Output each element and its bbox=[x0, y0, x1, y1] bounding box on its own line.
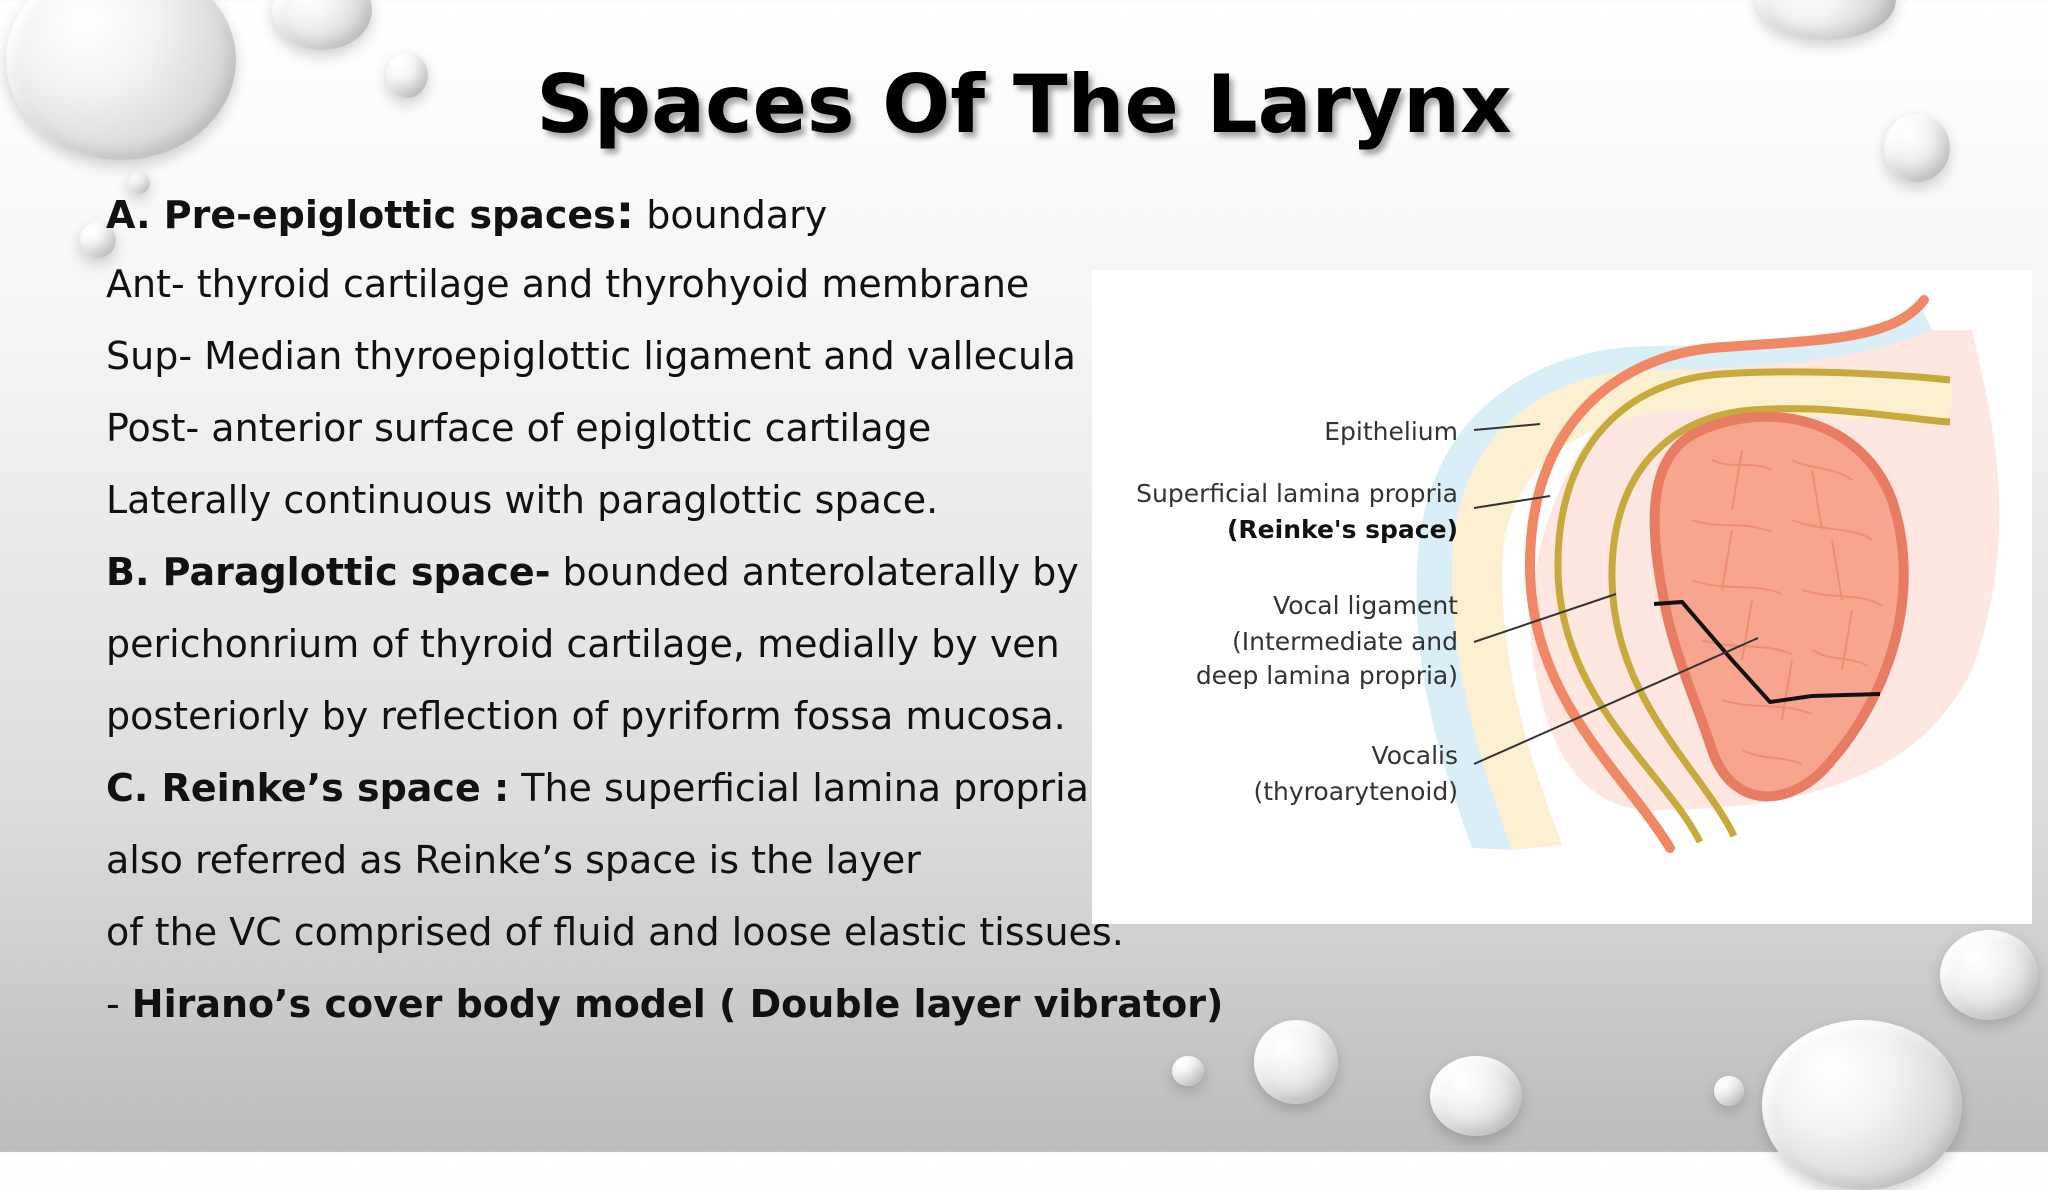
water-drop-decoration bbox=[1762, 1020, 1962, 1190]
section-a-line: Sup- Median thyroepiglottic ligament and… bbox=[106, 334, 1076, 378]
lamina-boundary-marker bbox=[1653, 599, 1881, 705]
epithelium-stroke-final bbox=[1524, 295, 1929, 853]
water-drop-decoration bbox=[1756, 0, 1896, 40]
vocal-fold-illustration: Epithelium Superficial lamina propria (R… bbox=[1136, 295, 2000, 853]
section-b-line: posteriorly by reflection of pyriform fo… bbox=[106, 694, 1066, 738]
label-deep-lamina: deep lamina propria) bbox=[1196, 661, 1458, 690]
section-c-line: of the VC comprised of fluid and loose e… bbox=[106, 910, 1124, 954]
vocalis-muscle bbox=[1649, 411, 1909, 802]
section-a-rest: boundary bbox=[634, 193, 828, 237]
section-c-heading: C. Reinke’s space : The superficial lami… bbox=[106, 758, 1286, 830]
section-b-heading: B. Paraglottic space- bounded anterolate… bbox=[106, 542, 1286, 614]
ligament-line-outer bbox=[1554, 368, 1951, 844]
section-a-line: Laterally continuous with paraglottic sp… bbox=[106, 478, 939, 522]
leader-line-vocalis bbox=[1473, 637, 1759, 765]
leader-line-vocal-ligament bbox=[1473, 593, 1617, 643]
water-drop-decoration bbox=[1884, 114, 1950, 182]
vocal-fold-diagram: Epithelium Superficial lamina propria (R… bbox=[1092, 270, 2032, 924]
section-a-line: Ant- thyroid cartilage and thyrohyoid me… bbox=[106, 262, 1030, 306]
section-c-rest: The superficial lamina propria bbox=[509, 766, 1089, 810]
water-drop-decoration bbox=[1714, 1076, 1744, 1106]
hirano-prefix: - bbox=[106, 982, 132, 1026]
label-thyroarytenoid: (thyroarytenoid) bbox=[1253, 777, 1458, 806]
muscle-texture bbox=[1691, 449, 1883, 765]
label-epithelium: Epithelium bbox=[1324, 417, 1458, 446]
section-c-label: C. Reinke’s space : bbox=[106, 766, 510, 810]
hirano-model-line: - Hirano’s cover body model ( Double lay… bbox=[106, 974, 1286, 1046]
label-vocalis: Vocalis bbox=[1372, 741, 1458, 770]
section-b-label: B. Paraglottic space- bbox=[106, 550, 551, 594]
section-a-label: A. Pre-epiglottic spaces bbox=[106, 193, 616, 237]
ligament-line-inner bbox=[1608, 405, 1951, 838]
label-intermediate: (Intermediate and bbox=[1232, 627, 1458, 656]
water-drop-decoration bbox=[6, 0, 236, 160]
label-superficial-lamina: Superficial lamina propria bbox=[1136, 479, 1458, 508]
section-a-colon: : bbox=[615, 185, 635, 239]
label-vocal-ligament: Vocal ligament bbox=[1273, 591, 1458, 620]
water-drop-decoration bbox=[80, 222, 116, 258]
slide-title: Spaces Of The Larynx bbox=[536, 58, 1512, 151]
water-drop-decoration bbox=[1430, 1056, 1522, 1136]
label-reinke-space: (Reinke's space) bbox=[1227, 515, 1458, 544]
water-drop-decoration bbox=[128, 172, 150, 194]
leader-line-superficial bbox=[1473, 495, 1551, 509]
water-drop-decoration bbox=[1940, 930, 2038, 1020]
section-a-heading: A. Pre-epiglottic spaces: boundary bbox=[106, 182, 1286, 254]
section-b-rest: bounded anterolaterally by bbox=[550, 550, 1079, 594]
section-b-line: perichonrium of thyroid cartilage, media… bbox=[106, 622, 1060, 666]
water-drop-decoration bbox=[1172, 1056, 1204, 1086]
section-a-line: Post- anterior surface of epiglottic car… bbox=[106, 406, 932, 450]
leader-line-epithelium bbox=[1473, 423, 1541, 431]
water-drop-decoration bbox=[1254, 1020, 1338, 1104]
water-drop-decoration bbox=[386, 52, 428, 98]
water-drop-decoration bbox=[272, 0, 372, 50]
reinke-space-band bbox=[1416, 310, 1932, 850]
slide-body: A. Pre-epiglottic spaces: boundary Ant- … bbox=[106, 182, 1286, 1046]
section-c-line: also referred as Reinke’s space is the l… bbox=[106, 838, 921, 882]
hirano-text: Hirano’s cover body model ( Double layer… bbox=[131, 982, 1224, 1026]
